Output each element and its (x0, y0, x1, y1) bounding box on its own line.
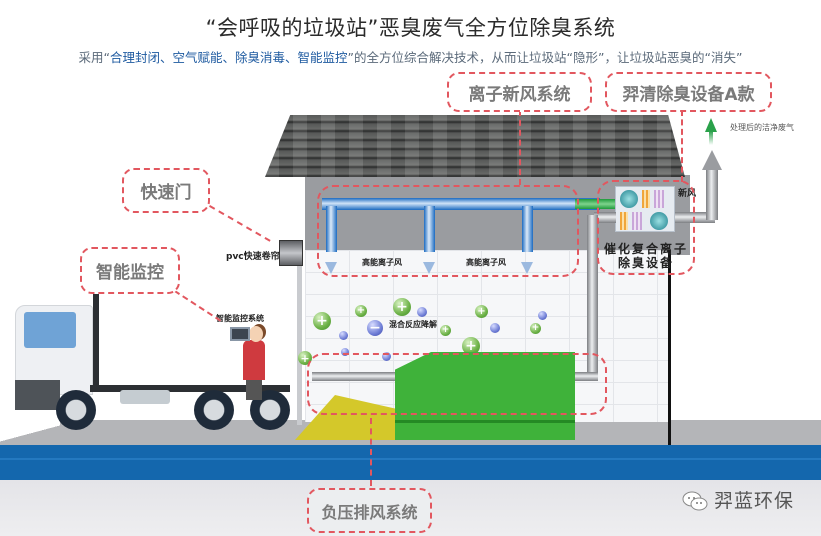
catalytic-device-line1: 催化复合离子 (603, 242, 688, 256)
exhaust-pipe (594, 212, 616, 223)
label-clean-air: 处理后的洁净废气 (730, 123, 794, 132)
pvc-door-rail (297, 255, 302, 425)
roof-tiles-texture (265, 115, 685, 177)
callout-smart-monitoring: 智能监控 (80, 247, 180, 294)
garbage-compactor (395, 352, 575, 440)
plus-ion-icon: + (440, 325, 451, 336)
filter-icon (620, 212, 628, 230)
air-flow-arrow-icon (423, 262, 435, 274)
subtitle-suffix: ”的全方位综合解决技术，从而让垃圾站“隐形”，让垃圾站恶臭的“消失” (347, 50, 743, 65)
label-high-energy-ion-2: 高能离子风 (466, 258, 506, 267)
minus-ion-icon (339, 331, 348, 340)
truck-wheel (194, 390, 234, 430)
callout-ion-fresh-air-system: 离子新风系统 (447, 72, 592, 112)
catalytic-device-caption: 催化复合离子 除臭设备 (600, 242, 692, 270)
tile-roof (265, 115, 685, 177)
ion-air-drop-pipe (522, 206, 533, 252)
clean-air-arrow-shaft (709, 131, 713, 145)
green-connector-pipe (575, 199, 615, 209)
clean-air-arrow-icon (705, 118, 717, 132)
truck-exhaust (93, 290, 99, 390)
compactor-base (395, 420, 575, 423)
subtitle-prefix: 采用“ (78, 50, 111, 65)
truck-wheel (56, 390, 96, 430)
monitor-tablet-icon (230, 327, 250, 341)
minus-ion-icon (417, 307, 427, 317)
fan-icon (650, 212, 668, 230)
ion-air-drop-pipe (326, 206, 337, 252)
subtitle-highlight: 合理封闭、空气赋能、除臭消毒、智能监控 (110, 50, 348, 65)
negative-pressure-zone (307, 353, 607, 415)
page-title: “会呼吸的垃圾站”恶臭废气全方位除臭系统 (205, 16, 616, 40)
truck-fuel-tank (120, 390, 170, 404)
callout-fast-door: 快速门 (122, 168, 210, 213)
label-high-energy-ion-1: 高能离子风 (362, 258, 402, 267)
truck-bumper (15, 380, 60, 410)
road (0, 445, 821, 480)
chimney-pipe (706, 168, 718, 220)
wechat-icon (682, 491, 708, 511)
person-operator (243, 340, 265, 380)
person-head (249, 326, 263, 342)
fan-icon (620, 190, 638, 208)
callout-negative-pressure-exhaust: 负压排风系统 (307, 488, 432, 533)
support-pole (668, 250, 671, 445)
callout-leader (519, 110, 521, 185)
ion-air-drop-pipe (424, 206, 435, 252)
truck-window (24, 312, 76, 348)
filter-icon (642, 190, 650, 208)
exhaust-riser-pipe (587, 215, 598, 375)
ion-fresh-air-zone (317, 185, 579, 277)
minus-ion-icon (538, 311, 547, 320)
road-line (0, 458, 821, 460)
ground-edge (0, 420, 60, 447)
callout-leader (681, 110, 683, 182)
person-legs (246, 378, 262, 400)
chimney-cap-icon (702, 150, 722, 170)
catalytic-ion-device (615, 186, 675, 232)
callout-leader (370, 418, 372, 486)
minus-ion-icon (341, 348, 349, 356)
brand-name: 羿蓝环保 (714, 490, 795, 512)
plus-ion-icon: + (475, 305, 488, 318)
pvc-roller-door-icon (279, 240, 303, 266)
air-flow-arrow-icon (521, 262, 533, 274)
callout-deodorizer-model-a: 羿清除臭设备A款 (605, 72, 772, 112)
callout-leader (173, 290, 222, 322)
filter-icon (654, 190, 664, 208)
label-pvc-door: pvc快速卷帘 (226, 252, 280, 262)
plus-ion-icon: + (355, 305, 367, 317)
label-monitor-system: 智能监控系统 (216, 314, 264, 323)
plus-ion-icon: + (393, 298, 411, 316)
minus-ion-icon (382, 352, 391, 361)
catalytic-device-line2: 除臭设备 (617, 256, 674, 270)
callout-leader (209, 205, 271, 242)
catalytic-device-zone (597, 180, 695, 275)
plus-ion-icon: + (313, 312, 331, 330)
filter-icon (632, 212, 642, 230)
minus-ion-icon: − (367, 320, 383, 336)
outlet-pipe (675, 212, 715, 223)
plus-ion-icon: + (530, 323, 541, 334)
truck-chassis (90, 385, 290, 392)
plus-ion-icon: + (462, 337, 480, 355)
label-mixed-reaction: 混合反应降解 (389, 320, 437, 329)
page-subtitle: 采用“合理封闭、空气赋能、除臭消毒、智能监控”的全方位综合解决技术，从而让垃圾站… (0, 47, 821, 66)
minus-ion-icon (490, 323, 500, 333)
